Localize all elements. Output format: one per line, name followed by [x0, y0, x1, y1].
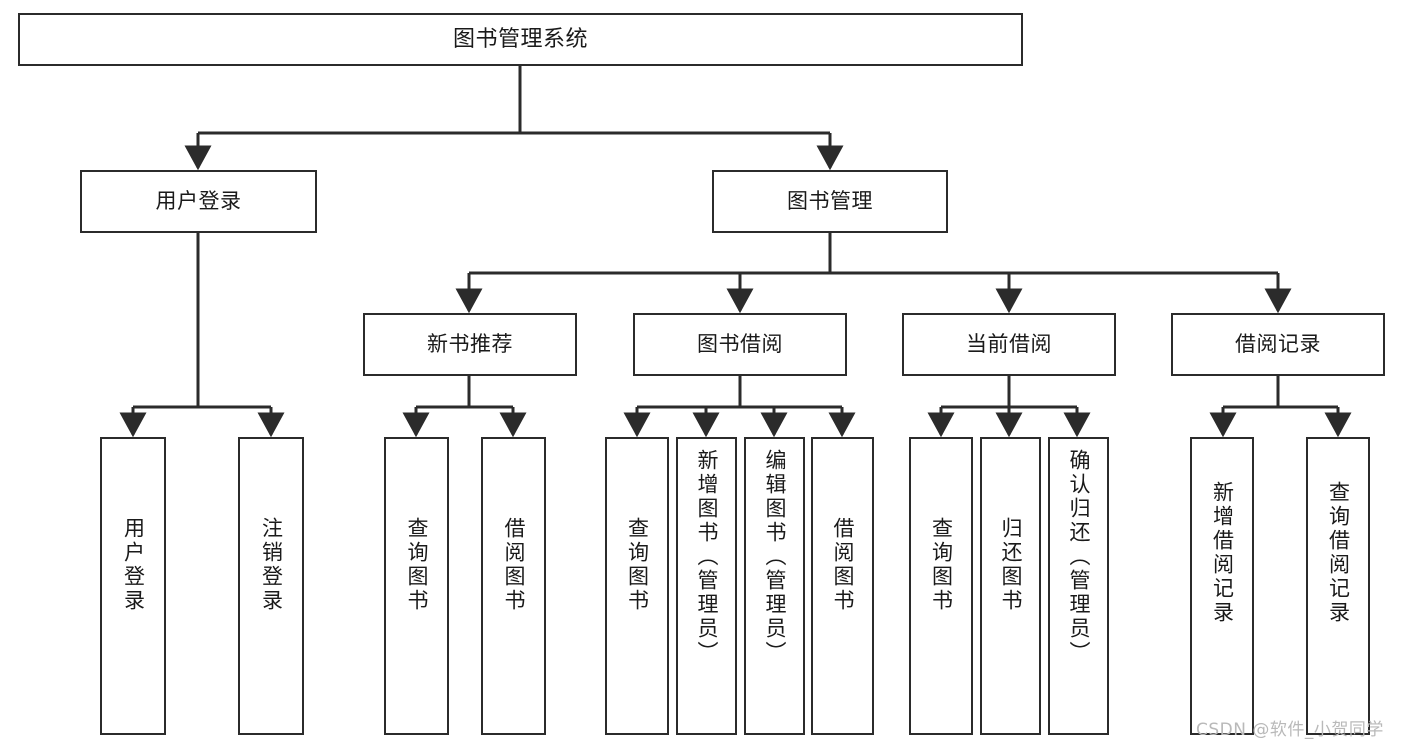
node-label: 图书管理系统 [452, 26, 588, 52]
node-book-management[interactable]: 图书管理 [712, 170, 948, 233]
node-label: 借阅图书 [502, 517, 526, 613]
node-label: 借阅图书 [831, 517, 855, 613]
leaf-borrow-book-borrow[interactable]: 借阅图书 [811, 437, 874, 735]
leaf-query-book-recommend[interactable]: 查询图书 [384, 437, 449, 735]
node-label: 用户登录 [155, 189, 242, 214]
node-root-book-management-system[interactable]: 图书管理系统 [18, 13, 1023, 66]
node-label: 新增图书（管理员） [695, 449, 719, 665]
node-current-borrow[interactable]: 当前借阅 [902, 313, 1116, 376]
node-label: 借阅记录 [1235, 332, 1321, 357]
node-label: 查询图书 [625, 517, 650, 613]
node-label: 图书管理 [787, 189, 873, 214]
leaf-add-book-admin[interactable]: 新增图书（管理员） [676, 437, 737, 735]
node-label: 图书借阅 [697, 332, 783, 357]
leaf-user-login[interactable]: 用户登录 [100, 437, 166, 735]
leaf-add-borrow-record[interactable]: 新增借阅记录 [1190, 437, 1254, 735]
node-label: 用户登录 [121, 517, 146, 613]
node-label: 新增借阅记录 [1210, 481, 1235, 625]
node-label: 归还图书 [999, 517, 1023, 613]
node-label: 新书推荐 [427, 332, 513, 357]
leaf-logout-login[interactable]: 注销登录 [238, 437, 304, 735]
leaf-return-book[interactable]: 归还图书 [980, 437, 1041, 735]
node-label: 注销登录 [259, 517, 284, 613]
node-new-book-recommend[interactable]: 新书推荐 [363, 313, 577, 376]
leaf-query-book-borrow[interactable]: 查询图书 [605, 437, 669, 735]
leaf-query-book-current[interactable]: 查询图书 [909, 437, 973, 735]
node-borrow-record[interactable]: 借阅记录 [1171, 313, 1385, 376]
node-label: 查询图书 [929, 517, 954, 613]
node-user-login[interactable]: 用户登录 [80, 170, 317, 233]
leaf-query-borrow-record[interactable]: 查询借阅记录 [1306, 437, 1370, 735]
node-label: 编辑图书（管理员） [763, 449, 787, 665]
leaf-confirm-return-admin[interactable]: 确认归还（管理员） [1048, 437, 1109, 735]
leaf-edit-book-admin[interactable]: 编辑图书（管理员） [744, 437, 805, 735]
node-label: 查询借阅记录 [1326, 481, 1351, 625]
node-label: 当前借阅 [966, 332, 1052, 357]
node-book-borrow[interactable]: 图书借阅 [633, 313, 847, 376]
leaf-borrow-book-recommend[interactable]: 借阅图书 [481, 437, 546, 735]
node-label: 查询图书 [405, 517, 429, 613]
node-label: 确认归还（管理员） [1067, 449, 1091, 665]
